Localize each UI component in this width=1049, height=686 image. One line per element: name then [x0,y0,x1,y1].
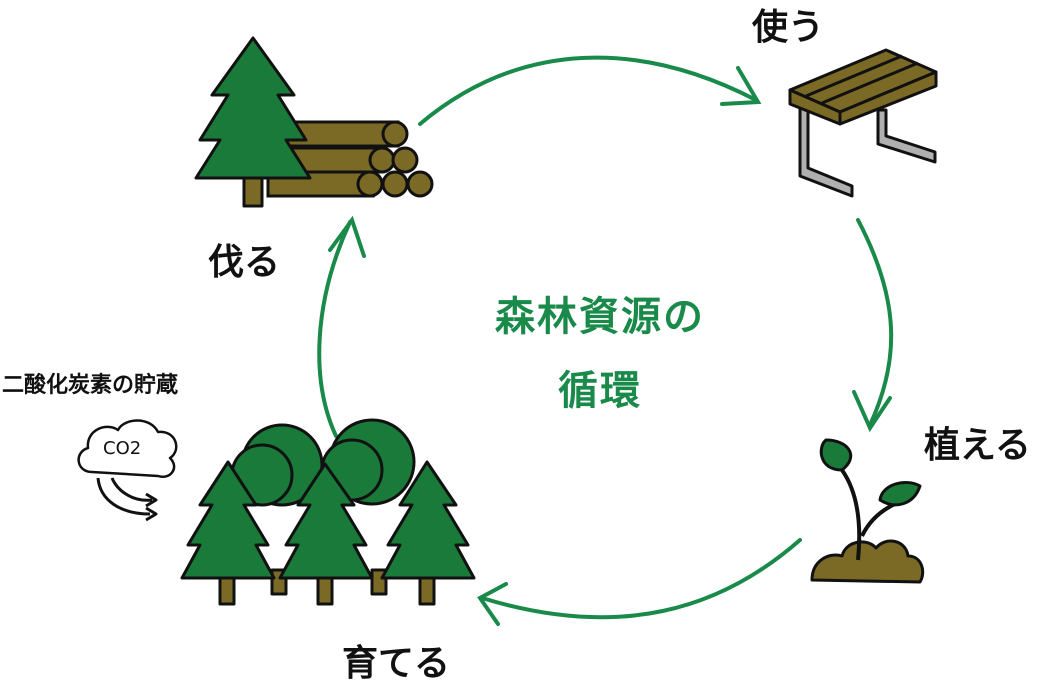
arrow-use-to-plant [856,218,894,427]
diagram-title-line1: 森林資源の [495,294,705,340]
co2-storage-caption: 二酸化炭素の貯蔵 [2,373,179,398]
pine-tree-icon [194,36,312,208]
sprout-icon [819,438,922,561]
forest-icon [180,418,476,606]
stage-label-cut: 伐る [208,242,281,283]
arrow-plant-to-grow [480,538,802,620]
cycle-arrows [317,55,894,626]
arrow-grow-to-cut-head [328,215,366,258]
stage-label-use: 使う [752,7,825,48]
co2-cloud-icon [77,419,178,522]
stage-label-grow: 育てる [342,643,451,684]
arrow-grow-to-cut [317,220,352,438]
arrow-use-to-plant-head [852,390,892,433]
diagram-title-line2: 循環 [558,368,642,414]
co2-cloud-text: CO2 [103,438,142,459]
bench-icon [788,48,938,198]
stage-label-plant: 植える [924,425,1031,466]
arrow-cut-to-use-head [720,66,762,106]
soil-icon [810,539,925,584]
arrow-plant-to-grow-head [477,582,508,626]
arrow-cut-to-use [418,55,758,126]
